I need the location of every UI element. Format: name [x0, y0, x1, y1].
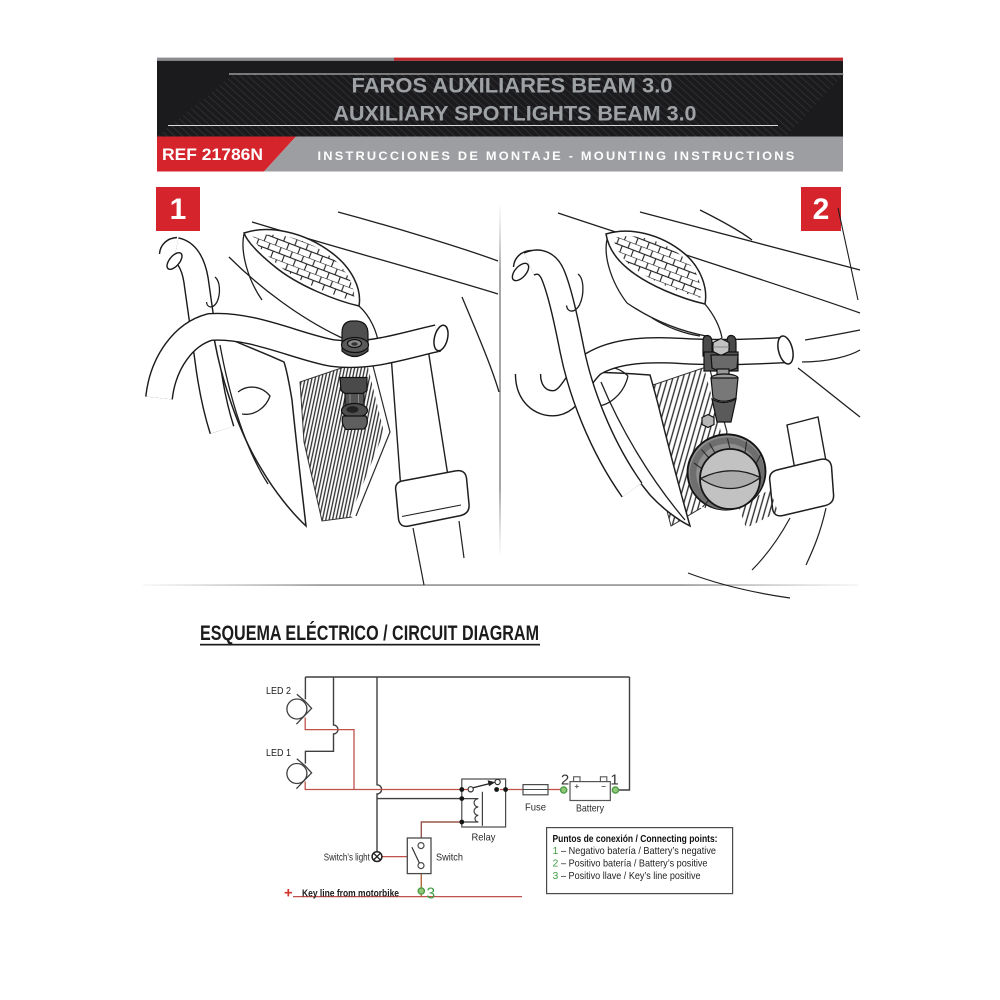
svg-text:1: 1 — [553, 845, 559, 857]
svg-text:Switch: Switch — [436, 851, 463, 863]
svg-text:LED 2: LED 2 — [266, 685, 291, 697]
svg-text:– Positivo llave / Key’s line: – Positivo llave / Key’s line positive — [561, 870, 701, 882]
svg-text:Relay: Relay — [472, 832, 497, 844]
svg-text:Fuse: Fuse — [525, 802, 546, 814]
svg-text:3: 3 — [553, 870, 559, 882]
svg-text:1: 1 — [610, 772, 618, 789]
svg-text:Puntos de conexión / Connectin: Puntos de conexión / Connecting points: — [553, 833, 718, 845]
svg-text:Switch’s light: Switch’s light — [324, 851, 370, 863]
svg-text:ESQUEMA ELÉCTRICO / CIRCUIT DI: ESQUEMA ELÉCTRICO / CIRCUIT DIAGRAM — [200, 622, 539, 645]
svg-text:LED 1: LED 1 — [266, 747, 291, 759]
svg-text:Battery: Battery — [576, 803, 605, 815]
svg-text:3: 3 — [427, 886, 436, 903]
svg-text:FAROS AUXILIARES BEAM 3.0: FAROS AUXILIARES BEAM 3.0 — [352, 74, 673, 98]
svg-text:– Negativo batería / Battery’s: – Negativo batería / Battery’s negative — [561, 845, 716, 857]
svg-text:REF 21786N: REF 21786N — [162, 146, 263, 164]
svg-text:– Positivo batería / Battery’s: – Positivo batería / Battery’s positive — [561, 857, 708, 869]
svg-text:INSTRUCCIONES DE MONTAJE - MOU: INSTRUCCIONES DE MONTAJE - MOUNTING INST… — [318, 151, 797, 163]
svg-text:1: 1 — [170, 193, 187, 226]
svg-text:2: 2 — [813, 193, 830, 226]
svg-text:2: 2 — [553, 857, 559, 869]
svg-text:Key line from motorbike: Key line from motorbike — [302, 887, 399, 899]
svg-text:AUXILIARY SPOTLIGHTS BEAM 3.0: AUXILIARY SPOTLIGHTS BEAM 3.0 — [334, 102, 697, 126]
svg-text:2: 2 — [561, 772, 569, 789]
